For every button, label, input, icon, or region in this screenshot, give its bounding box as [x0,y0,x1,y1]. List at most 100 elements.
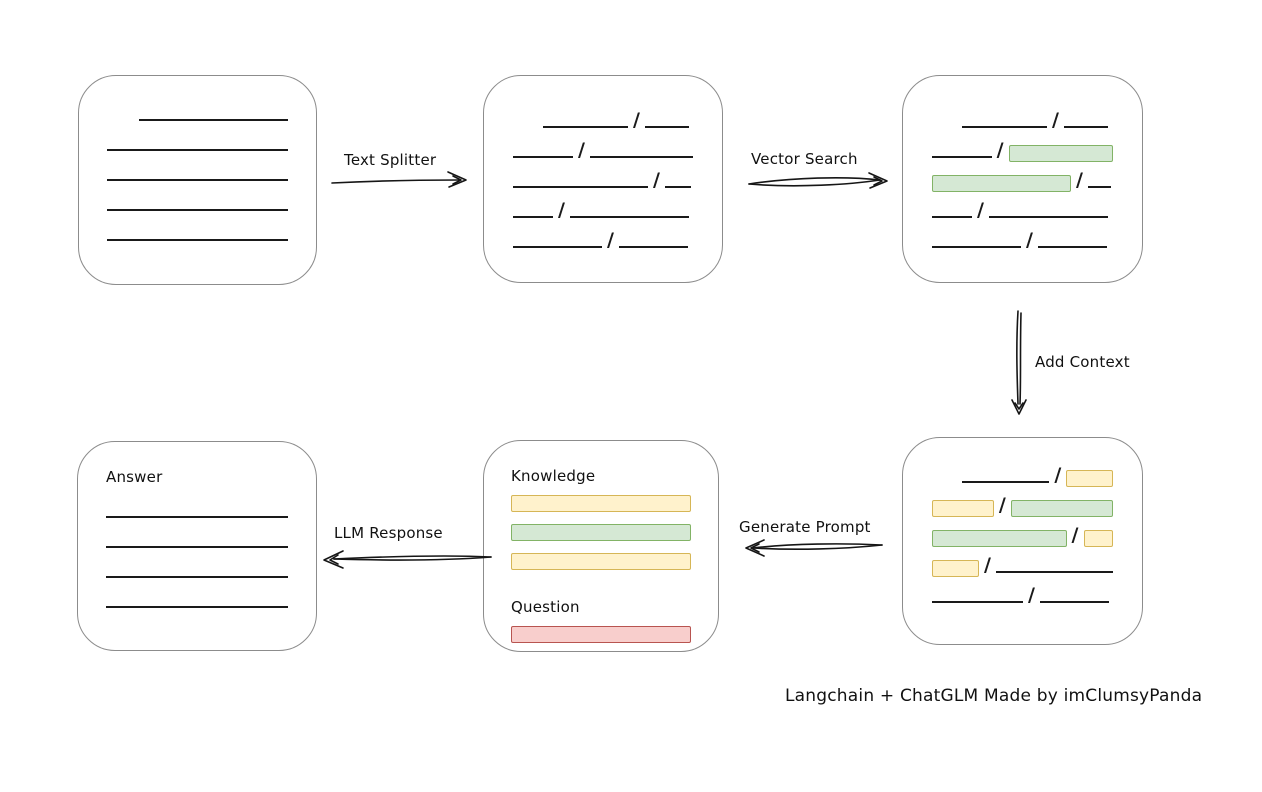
slash-separator: / [998,493,1006,516]
text-line [988,216,1108,218]
question-label: Question [511,598,580,616]
highlight-bar-green [932,530,1067,547]
text-line [569,216,689,218]
slash-separator: / [607,228,614,251]
slash-separator: / [558,198,565,221]
text-splitter-label: Text Splitter [344,151,437,169]
highlight-bar-green [1010,500,1113,517]
text-line [1063,126,1108,128]
text-line [106,606,288,608]
chunk-row: / [513,189,693,219]
result-lines: / / / / / [932,99,1113,249]
text-line [107,179,288,181]
vector-search-results-node: / / / / / [902,75,1143,283]
vector-search-arrow [748,172,888,189]
chunk-row: / [932,189,1113,219]
chunk-row: / [513,159,693,189]
add-context-arrow [1011,310,1027,415]
chunk-row [511,626,691,655]
chunk-row [107,182,288,212]
slash-separator: / [1054,463,1062,486]
chunk-row [106,489,288,519]
vector-search-label: Vector Search [751,150,858,168]
generate-prompt-arrow [745,539,883,557]
text-line [513,156,573,158]
chunk-row [107,152,288,182]
chunk-row: / [932,574,1113,604]
highlight-bar-green [932,175,1071,192]
document-node [78,75,317,285]
text-line [932,156,992,158]
slash-separator: / [633,108,640,131]
chunk-row: / [932,219,1113,249]
attribution-caption: Langchain + ChatGLM Made by imClumsyPand… [785,686,1203,706]
highlight-bar-green [511,524,691,541]
slash-separator: / [1026,228,1033,251]
chunk-row: / [513,129,693,159]
chunk-row [511,553,691,582]
chunk-lines: / / / / / [513,99,693,249]
text-line [932,246,1021,248]
chunk-row [107,92,288,122]
text-line [106,546,288,548]
chunk-row [106,519,288,549]
slash-separator: / [1076,168,1083,191]
chunk-row: / [932,514,1113,547]
text-line [107,239,288,241]
answer-lines [106,489,288,609]
highlight-bar-yellow [1083,530,1113,547]
llm-response-arrow [323,550,492,569]
chunk-row [107,212,288,242]
text-line [962,126,1047,128]
text-line [1039,601,1109,603]
chunk-row: / [932,99,1113,129]
text-line [106,516,288,518]
text-line [932,216,972,218]
slash-separator: / [1028,583,1035,606]
slash-separator: / [653,168,660,191]
chunk-row: / [932,129,1113,162]
generate-prompt-label: Generate Prompt [739,518,871,536]
document-lines [107,92,288,242]
answer-node: Answer [77,441,317,651]
slash-separator: / [984,553,991,576]
chunk-row: / [932,454,1113,487]
chunk-row [107,122,288,152]
chunk-row: / [513,219,693,249]
knowledge-label: Knowledge [511,467,596,485]
text-line [139,119,288,121]
text-line [1037,246,1107,248]
text-line [664,186,691,188]
slash-separator: / [578,138,585,161]
text-splitter-arrow [331,171,467,188]
chunk-row: / [932,544,1113,577]
chunk-row [511,495,691,524]
highlight-bar-yellow [511,553,691,570]
text-line [995,571,1113,573]
text-line [644,126,689,128]
highlight-bar-yellow [932,500,994,517]
text-line [107,209,288,211]
slash-separator: / [996,138,1004,161]
text-line [513,186,648,188]
highlight-bar-yellow [932,560,979,577]
slash-separator: / [977,198,984,221]
highlight-bar-green [1008,145,1113,162]
slash-separator: / [1071,523,1079,546]
knowledge-bars [511,495,691,582]
highlight-bar-yellow [511,495,691,512]
chunk-row: / [932,159,1113,192]
highlight-bar-red [511,626,691,643]
llm-response-label: LLM Response [334,524,443,542]
chunk-row: / [513,99,693,129]
prompt-node: Knowledge Question [483,440,719,652]
question-bars [511,626,691,655]
text-line [962,481,1050,483]
slash-separator: / [1052,108,1059,131]
chunk-row [106,549,288,579]
text-line [513,216,553,218]
text-line [543,126,628,128]
split-chunks-node: / / / / / [483,75,723,283]
chunk-row: / [932,484,1113,517]
